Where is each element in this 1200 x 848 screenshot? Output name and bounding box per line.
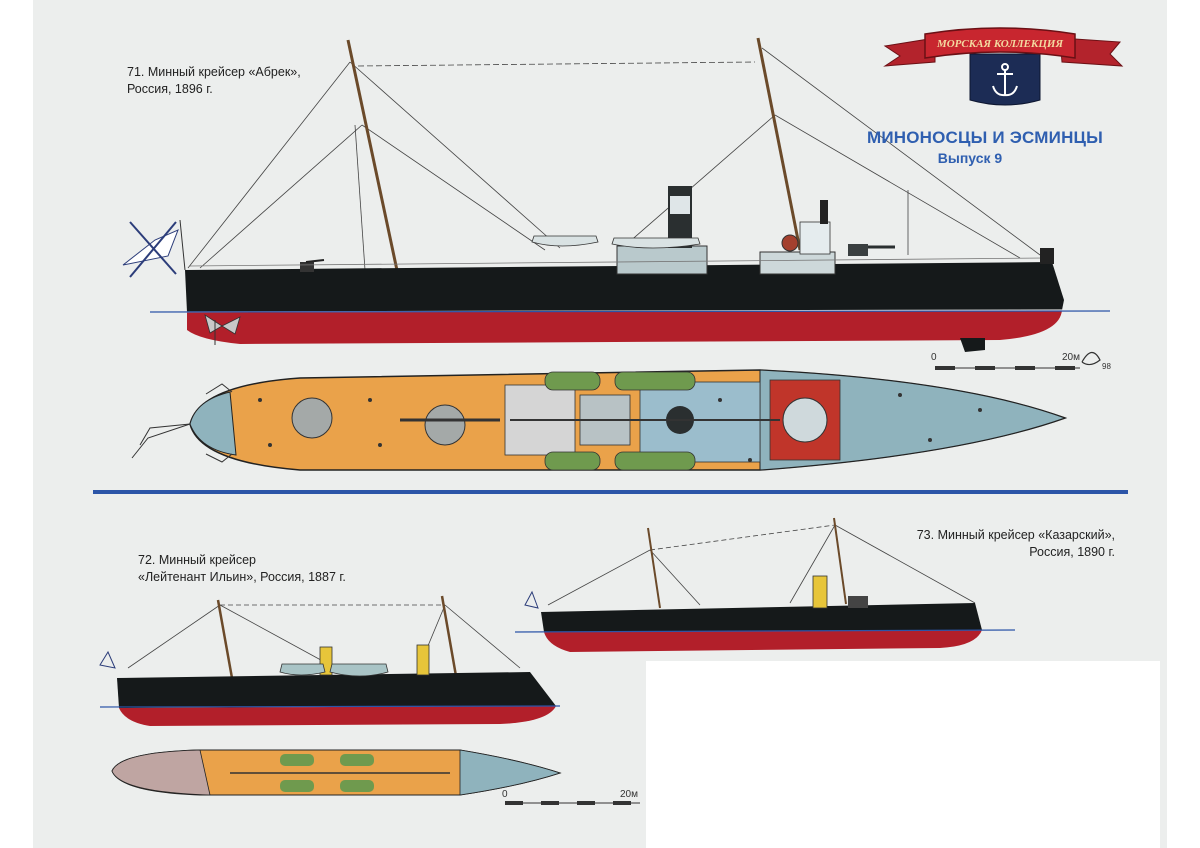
ship72-caption: 72. Минный крейсер «Лейтенант Ильин», Ро… [138, 552, 346, 586]
ship71-caption-line2: Россия, 1896 г. [127, 82, 213, 96]
ship71-caption-line1: 71. Минный крейсер «Абрек», [127, 65, 301, 79]
ship71-deck-plan [131, 369, 1068, 471]
scale2-start-label: 0 [502, 789, 508, 800]
artist-signature-icon [1081, 351, 1101, 366]
ship71-caption: 71. Минный крейсер «Абрек», Россия, 1896… [127, 64, 301, 98]
scale-bar-1 [935, 351, 1101, 370]
scale1-signature-year: 98 [1102, 362, 1111, 371]
emblem-ribbon-text: МОРСКАЯ КОЛЛЕКЦИЯ [936, 38, 1064, 50]
ship73-caption: 73. Минный крейсер «Казарский», Россия, … [895, 527, 1115, 561]
section-divider [93, 490, 1128, 494]
ship72-caption-line1: 72. Минный крейсер [138, 553, 256, 567]
scale1-start-label: 0 [931, 352, 937, 363]
blank-panel [646, 661, 1160, 848]
ship72-profile [99, 595, 561, 726]
series-title: МИНОНОСЦЫ И ЭСМИНЦЫ [866, 128, 1104, 147]
ship73-caption-line1: 73. Минный крейсер «Казарский», [916, 528, 1115, 542]
series-issue: Выпуск 9 [937, 150, 1003, 166]
emblem: МОРСКАЯ КОЛЛЕКЦИЯ [883, 27, 1124, 106]
propeller-icon [204, 314, 241, 335]
ship73-profile [514, 517, 1016, 652]
ship73-caption-line2: Россия, 1890 г. [1029, 545, 1115, 559]
ship72-caption-line2: «Лейтенант Ильин», Россия, 1887 г. [138, 570, 346, 584]
scale-bar-2 [505, 801, 640, 805]
anchor-icon [992, 63, 1018, 97]
ship72-deck-plan [111, 749, 562, 796]
scale2-end-label: 20м [620, 789, 638, 800]
scale1-end-label: 20м [1062, 352, 1080, 363]
ship71-profile [122, 37, 1111, 352]
